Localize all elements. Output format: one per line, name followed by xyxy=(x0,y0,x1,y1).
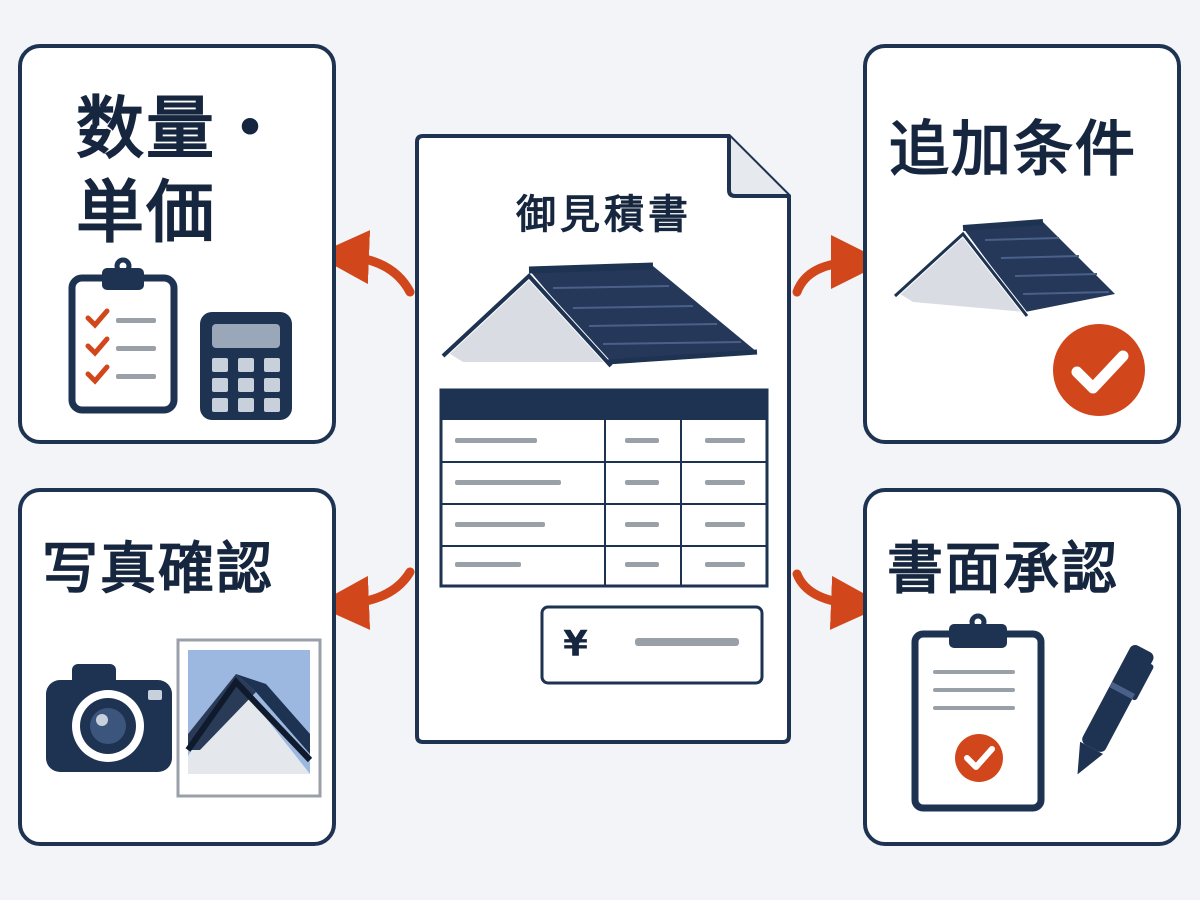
card-title-quantity: 数量・単価 xyxy=(76,90,287,253)
roof-photo-icon xyxy=(176,638,322,798)
roof-icon xyxy=(440,262,758,369)
arrow-to-approval xyxy=(792,569,885,630)
roof-icon xyxy=(893,219,1115,318)
arrow-to-additional xyxy=(792,235,885,297)
card-title-photo: 写真確認 xyxy=(42,537,274,602)
arrow-to-quantity xyxy=(315,230,415,297)
checkmark-circle-icon xyxy=(1053,324,1145,416)
card-quantity-unit-price: 数量・単価 xyxy=(18,44,336,444)
clipboard-signed-icon xyxy=(911,613,1045,812)
arrow-to-photo xyxy=(315,567,415,630)
card-photo-confirmation: 写真確認 xyxy=(18,488,336,846)
estimate-table-icon xyxy=(439,388,769,588)
document-title: 御見積書 xyxy=(516,192,692,238)
pen-icon xyxy=(1077,645,1154,775)
clipboard-checklist-icon xyxy=(68,257,178,414)
camera-icon xyxy=(46,664,172,772)
card-written-approval: 書面承認 xyxy=(863,488,1181,846)
total-amount-box xyxy=(540,605,764,685)
calculator-icon xyxy=(200,312,292,420)
card-title-approval: 書面承認 xyxy=(887,537,1119,602)
card-title-additional: 追加条件 xyxy=(889,115,1137,185)
currency-symbol: ¥ xyxy=(563,624,589,665)
estimate-document: 御見積書 ¥ xyxy=(413,130,795,746)
card-additional-conditions: 追加条件 xyxy=(863,44,1181,444)
